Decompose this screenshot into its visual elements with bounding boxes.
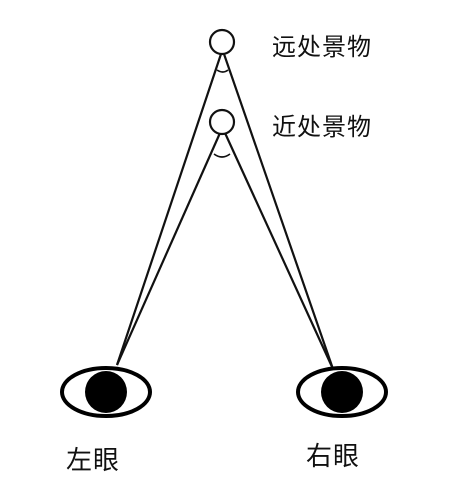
near-object-label: 近处景物 — [272, 113, 372, 141]
near-object-convergence-angle-arc — [213, 153, 231, 158]
far-object-circle — [208, 28, 236, 56]
right-eye-sight-line-far — [222, 53, 335, 370]
right-eye-icon — [296, 366, 388, 418]
right-eye-label: 右眼 — [306, 442, 361, 472]
right-eye-sight-line-near — [223, 132, 335, 370]
left-eye-icon — [60, 366, 152, 418]
left-eye-sight-line-near — [115, 132, 222, 366]
far-object-label: 远处景物 — [272, 33, 372, 61]
near-object-circle — [208, 108, 236, 136]
left-eye-label: 左眼 — [66, 446, 121, 476]
far-object-convergence-angle-arc — [216, 69, 229, 73]
left-eye-sight-line-far — [115, 53, 223, 366]
